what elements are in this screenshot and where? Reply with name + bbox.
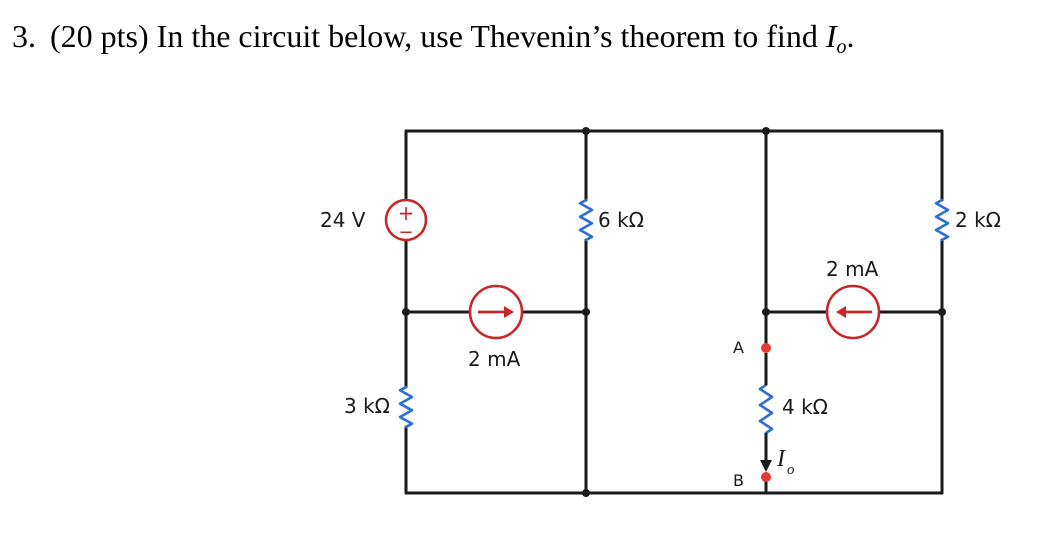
resistor-4k-zigzag — [758, 383, 774, 435]
current-source-right — [825, 284, 881, 340]
resistor-4k-label: 4 kΩ — [782, 395, 828, 419]
node-b-label: B — [733, 471, 744, 490]
node-a-label: A — [733, 338, 744, 357]
isource-left-arrow-icon — [504, 306, 514, 318]
question-var: I — [825, 18, 837, 54]
question-end: . — [846, 18, 855, 54]
voltage-source-24v: + − — [384, 198, 428, 243]
current-arrowhead — [760, 460, 772, 472]
isource-left-label: 2 mA — [468, 347, 521, 371]
terminal-a-dot — [761, 343, 771, 353]
terminal-b-dot — [761, 472, 771, 482]
vsource-label: 24 V — [320, 208, 366, 232]
node-dot — [402, 308, 410, 316]
node-dot — [582, 127, 590, 135]
current-source-left — [468, 284, 524, 340]
current-io-sub: o — [787, 462, 795, 478]
circuit-wires — [404, 129, 944, 495]
node-dot — [938, 308, 946, 316]
resistor-6k-zigzag — [578, 198, 594, 242]
node-dot — [762, 127, 770, 135]
voltage-source-circle — [384, 198, 428, 242]
question-text: 3. (20 pts) In the circuit below, use The… — [12, 18, 854, 59]
resistor-3k-zigzag — [398, 385, 414, 429]
question-var-sub: o — [836, 36, 847, 58]
question-body: (20 pts) In the circuit below, use Theve… — [50, 18, 826, 54]
resistor-2k-zigzag — [934, 198, 950, 242]
isource-right-label: 2 mA — [826, 257, 879, 281]
node-dot — [582, 489, 590, 497]
isource-right-arrow-icon — [836, 306, 846, 318]
node-dot — [762, 308, 770, 316]
resistor-3k-label: 3 kΩ — [344, 394, 390, 418]
resistors — [398, 198, 950, 435]
current-io-label: I — [776, 446, 786, 472]
vsource-plus: + — [398, 201, 415, 225]
resistor-2k-label: 2 kΩ — [955, 208, 1001, 232]
node-dot — [582, 308, 590, 316]
question-number: 3. — [12, 18, 36, 54]
circuit-nodes — [402, 127, 946, 497]
resistor-6k-label: 6 kΩ — [598, 208, 644, 232]
vsource-minus: − — [398, 222, 413, 243]
